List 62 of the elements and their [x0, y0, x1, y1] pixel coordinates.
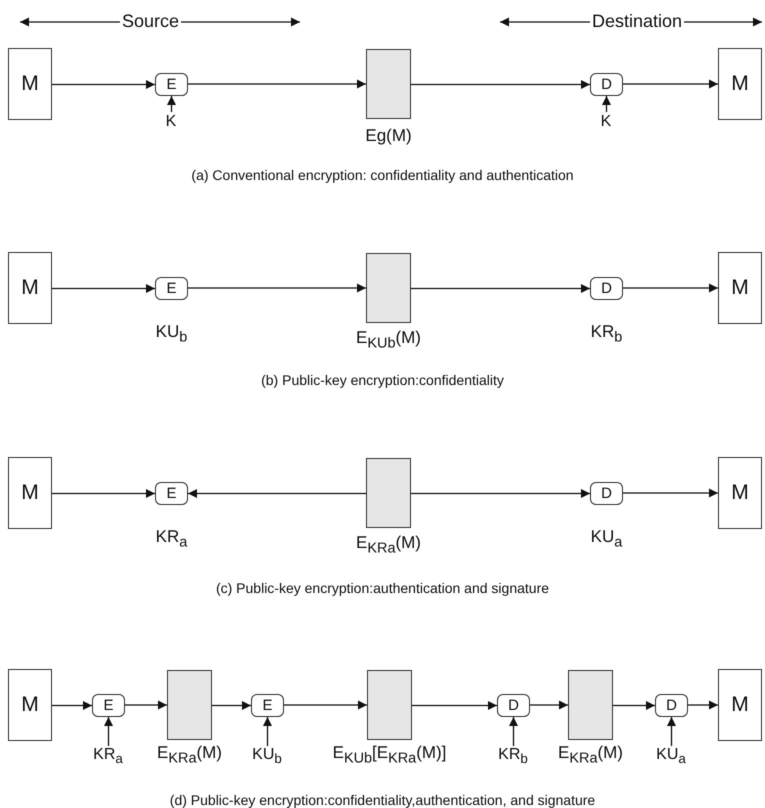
text-label: Eg(M) — [365, 126, 412, 146]
arrow — [411, 489, 590, 498]
key-label: KU$_{b}$ — [249, 746, 285, 766]
text-label: KU$_{a}$ — [590, 527, 622, 552]
arrow — [623, 80, 718, 88]
text-label: E$_{KRa}$(M) — [558, 743, 623, 768]
arrow — [188, 284, 366, 292]
arrow — [412, 701, 497, 710]
cipher-box: D — [655, 694, 688, 717]
arrow — [212, 701, 251, 710]
arrow — [52, 489, 155, 498]
cipher-box: E — [92, 694, 125, 717]
key-label: KR$_{b}$ — [495, 746, 531, 766]
message-box: M — [718, 252, 762, 324]
text-label: E$_{KUb}$(M) — [356, 328, 421, 353]
arrow — [613, 701, 655, 710]
cipher-box: E — [155, 73, 188, 96]
arrow — [125, 700, 167, 710]
arrow — [52, 80, 155, 89]
arrow — [52, 284, 155, 293]
arrow — [623, 488, 718, 498]
arrow — [688, 700, 718, 710]
message-box: M — [718, 669, 762, 741]
text-label: E$_{KRa}$(M) — [356, 533, 421, 558]
cipher-box: E — [251, 694, 284, 717]
arrow — [284, 700, 367, 710]
figure-caption: (d) Public-key encryption:confidentiality,authentication, and signature — [168, 792, 596, 808]
text-label: E$_{KUb}$[E$_{KRa}$(M)] — [332, 743, 446, 768]
cipher-box: D — [590, 73, 623, 96]
arrow — [167, 96, 176, 112]
figure-caption: (c) Public-key encryption:authentication and signature — [214, 580, 550, 596]
message-box: M — [8, 457, 52, 529]
arrow — [52, 701, 92, 710]
arrow — [411, 284, 590, 293]
key-label: KU$_{a}$ — [653, 746, 689, 766]
arrow — [263, 717, 272, 746]
message-box: M — [8, 669, 52, 741]
arrow — [104, 717, 113, 746]
figure-caption: (a) Conventional encryption: confidentiality and authentication — [190, 167, 575, 183]
arrow — [188, 80, 366, 88]
arrow — [602, 96, 611, 112]
arrow — [623, 284, 718, 292]
arrow — [411, 80, 590, 89]
cipher-box: D — [497, 694, 530, 717]
key-label: K — [153, 112, 189, 132]
message-box: M — [718, 457, 762, 529]
arrow — [530, 700, 568, 710]
region-label: Destination — [590, 12, 684, 30]
figure-caption: (b) Public-key encryption:confidentiality — [260, 372, 505, 388]
text-label: KU$_{b}$ — [156, 322, 188, 347]
arrow — [509, 717, 518, 746]
arrow — [188, 489, 366, 498]
key-label: K — [588, 112, 624, 132]
key-label: KR$_{a}$ — [90, 746, 126, 766]
message-box: M — [8, 252, 52, 324]
arrow — [667, 717, 676, 746]
text-label: KR$_{a}$ — [156, 527, 188, 552]
text-label: KR$_{b}$ — [590, 322, 622, 347]
text-label: E$_{KRa}$(M) — [157, 743, 222, 768]
message-box: M — [718, 48, 762, 120]
message-box: M — [8, 48, 52, 120]
region-label: Source — [120, 12, 182, 30]
